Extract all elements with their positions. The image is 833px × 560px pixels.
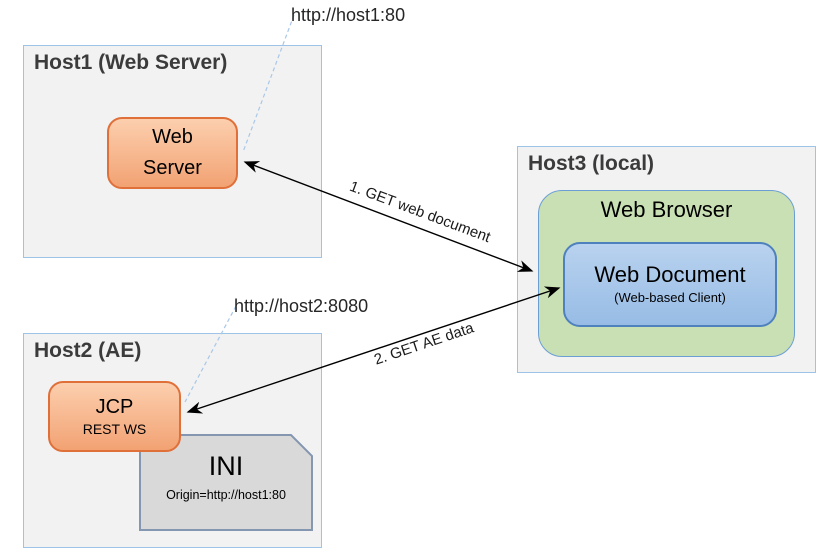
web-server-label-line1: Web (152, 126, 193, 148)
host3-title: Host3 (local) (528, 152, 655, 175)
host2-title: Host2 (AE) (34, 339, 142, 362)
jcp-label: JCP (95, 395, 134, 418)
web-browser-label: Web Browser (600, 197, 733, 222)
ini-label: INI (208, 451, 244, 481)
host2-url-label: http://host2:8080 (234, 296, 369, 316)
web-document-sublabel: (Web-based Client) (614, 289, 726, 305)
host1-title: Host1 (Web Server) (34, 51, 228, 74)
arrow2-label: 2. GET AE data (372, 319, 476, 369)
jcp-node: JCP REST WS (48, 381, 181, 452)
web-document-label: Web Document (594, 262, 746, 288)
arrow1-label: 1. GET web document (347, 177, 493, 247)
ini-node: INI Origin=http://host1:80 (140, 450, 312, 502)
ini-origin-label: Origin=http://host1:80 (166, 488, 286, 503)
jcp-sublabel: REST WS (82, 420, 147, 437)
host1-url-label: http://host1:80 (291, 5, 406, 25)
web-document-node: Web Document (Web-based Client) (563, 242, 777, 327)
web-server-label-line2: Server (143, 157, 202, 179)
web-server-node: Web Server (107, 117, 238, 189)
